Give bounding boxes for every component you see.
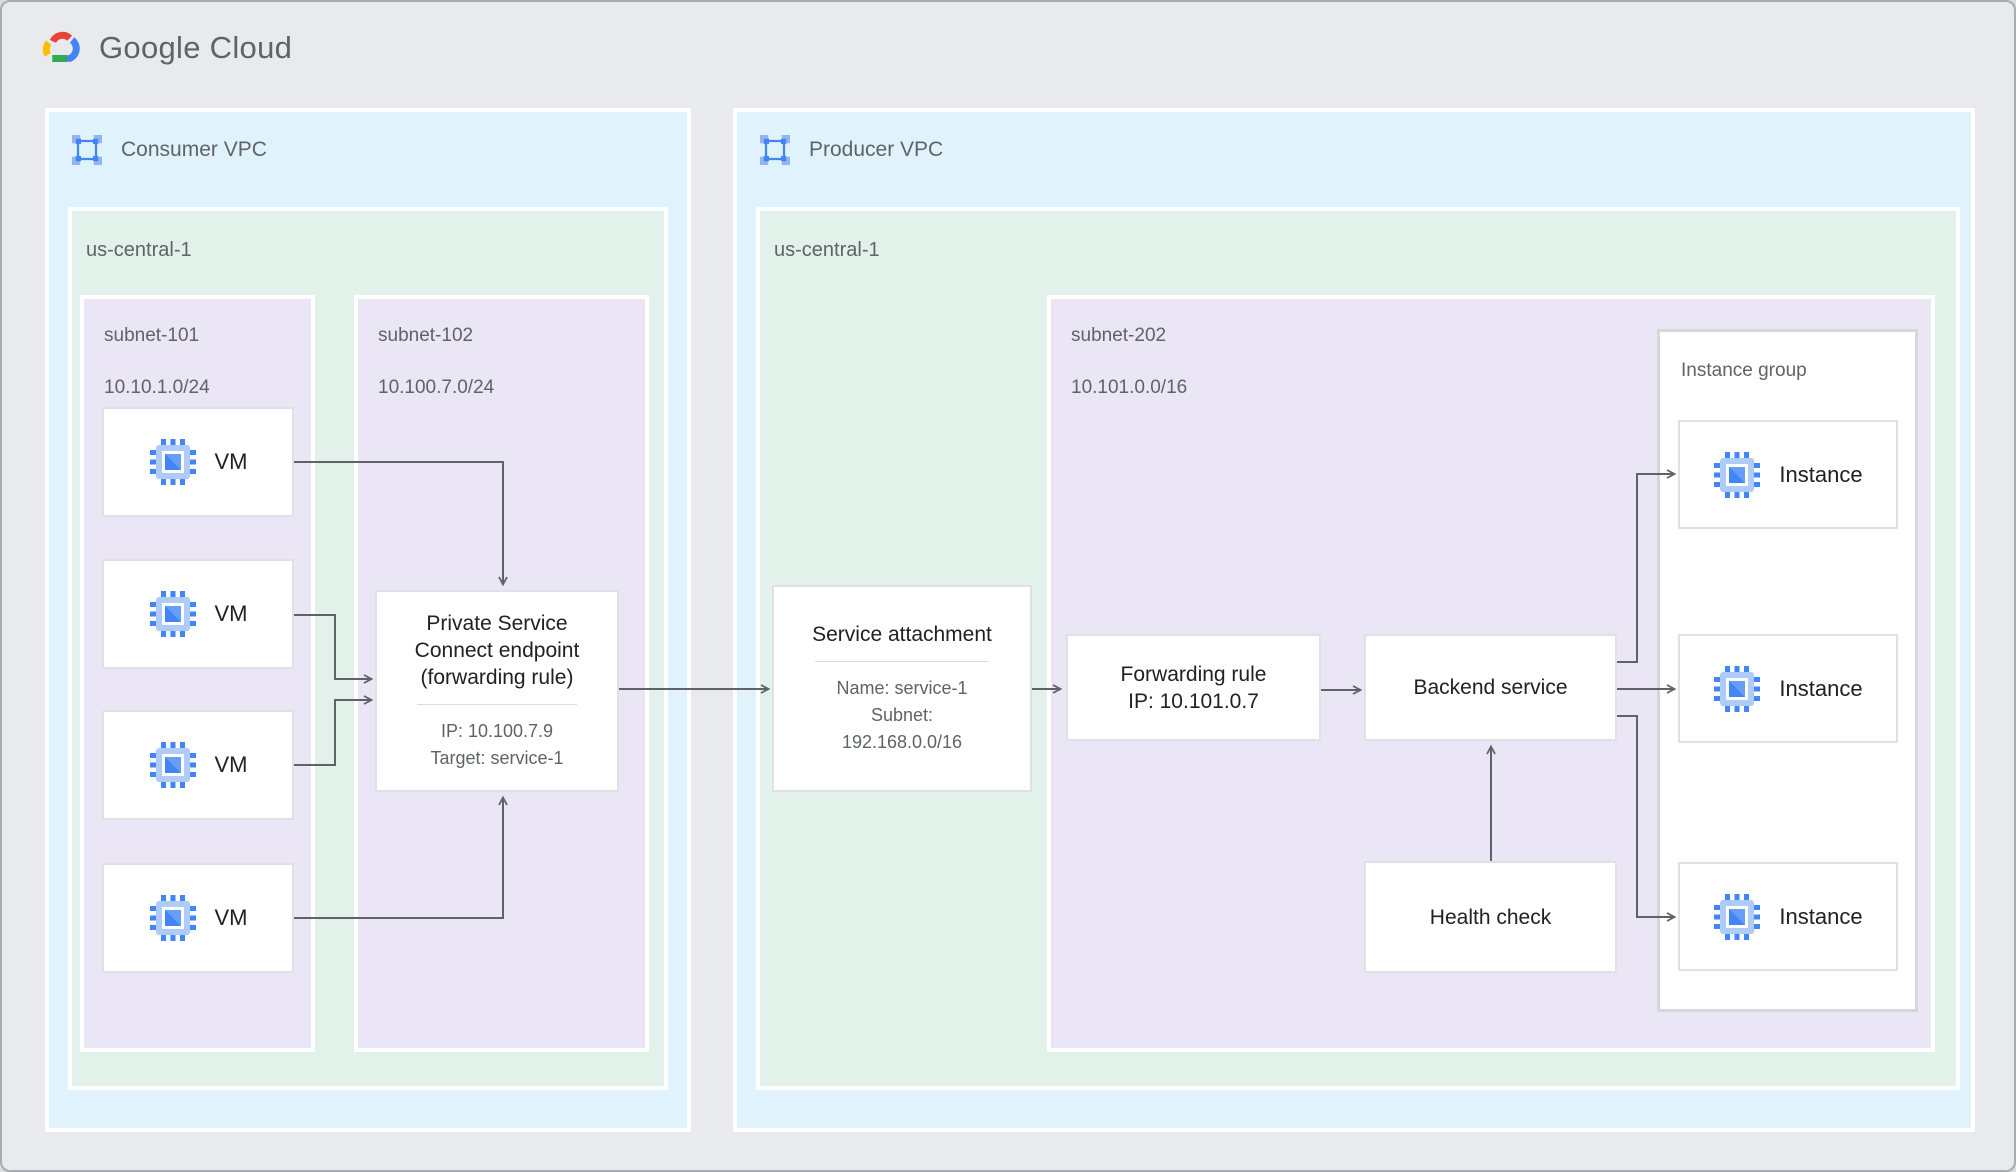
- service-attachment-title: Service attachment: [812, 623, 992, 646]
- vm-node-4: VM: [102, 863, 294, 973]
- vm-label: VM: [214, 752, 248, 777]
- service-attachment-subnet-label: Subnet:: [870, 705, 934, 725]
- consumer-vpc-container: Consumer VPC us-central-1 subnet-101 10.…: [45, 108, 691, 1132]
- vpc-network-icon: [72, 135, 102, 165]
- instance-group-container: Instance group: [1657, 329, 1918, 1012]
- subnet-101-label: subnet-101 10.10.1.0/24: [104, 323, 210, 401]
- compute-engine-icon: [149, 895, 196, 941]
- instance-label: Instance: [1779, 903, 1863, 929]
- compute-engine-icon: [1714, 451, 1761, 498]
- forwarding-rule-ip: IP: 10.101.0.7: [1128, 689, 1259, 713]
- divider: [814, 661, 990, 662]
- health-check-node: Health check: [1364, 861, 1617, 973]
- subnet-102-name: subnet-102: [378, 325, 474, 346]
- service-attachment-subnet-cidr: 192.168.0.0/16: [841, 732, 963, 752]
- consumer-vpc-header: Consumer VPC: [69, 132, 267, 168]
- google-cloud-logo: Google Cloud: [39, 28, 292, 68]
- compute-engine-icon: [1714, 893, 1761, 940]
- subnet-202-name: subnet-202: [1071, 325, 1167, 346]
- subnet-101-name: subnet-101: [104, 325, 200, 346]
- divider: [417, 704, 577, 705]
- compute-engine-icon: [149, 439, 196, 485]
- forwarding-rule-node: Forwarding rule IP: 10.101.0.7: [1066, 634, 1321, 741]
- compute-engine-icon: [1714, 665, 1761, 712]
- subnet-102-cidr: 10.100.7.0/24: [378, 377, 495, 398]
- subnet-202: subnet-202 10.101.0.0/16 Forwarding rule…: [1047, 295, 1935, 1052]
- subnet-202-cidr: 10.101.0.0/16: [1071, 377, 1188, 398]
- producer-vpc-label: Producer VPC: [809, 138, 944, 161]
- psc-endpoint-ip: IP: 10.100.7.9: [440, 721, 554, 741]
- consumer-region-label: us-central-1: [86, 239, 192, 261]
- health-check-title: Health check: [1429, 905, 1552, 929]
- subnet-101: subnet-101 10.10.1.0/24: [80, 295, 315, 1052]
- subnet-102: subnet-102 10.100.7.0/24 Private Service…: [354, 295, 649, 1052]
- instance-label: Instance: [1779, 461, 1863, 487]
- psc-endpoint-title: Private Service Connect endpoint (forwar…: [414, 612, 580, 689]
- compute-engine-icon: [149, 742, 196, 788]
- producer-vpc-container: Producer VPC us-central-1 Service attach…: [733, 108, 1975, 1132]
- vm-node-1: VM: [102, 407, 294, 517]
- producer-region: us-central-1 Service attachment Name: se…: [756, 207, 1960, 1090]
- forwarding-rule-title: Forwarding rule: [1120, 662, 1267, 686]
- google-cloud-icon: [42, 31, 80, 62]
- google-cloud-wordmark: Google Cloud: [99, 30, 293, 65]
- producer-region-label: us-central-1: [774, 239, 880, 261]
- vm-label: VM: [214, 601, 248, 626]
- instance-node-1: Instance: [1678, 420, 1898, 529]
- service-attachment-name: Name: service-1: [836, 678, 968, 698]
- vpc-network-icon: [760, 135, 790, 165]
- subnet-101-cidr: 10.10.1.0/24: [104, 377, 210, 398]
- instance-group-label: Instance group: [1681, 360, 1807, 381]
- psc-endpoint-node: Private Service Connect endpoint (forwar…: [375, 590, 619, 792]
- subnet-102-label: subnet-102 10.100.7.0/24: [378, 323, 494, 401]
- vm-label: VM: [214, 905, 248, 930]
- instance-label: Instance: [1779, 675, 1863, 701]
- instance-node-3: Instance: [1678, 862, 1898, 971]
- compute-engine-icon: [149, 591, 196, 637]
- consumer-region: us-central-1 subnet-101 10.10.1.0/24: [68, 207, 668, 1090]
- instance-node-2: Instance: [1678, 634, 1898, 743]
- vm-node-3: VM: [102, 710, 294, 820]
- backend-service-node: Backend service: [1364, 634, 1617, 741]
- backend-service-title: Backend service: [1413, 676, 1568, 699]
- vm-label: VM: [214, 449, 248, 474]
- producer-vpc-header: Producer VPC: [757, 132, 943, 168]
- subnet-202-label: subnet-202 10.101.0.0/16: [1071, 323, 1187, 401]
- psc-endpoint-target: Target: service-1: [430, 748, 564, 768]
- vm-node-2: VM: [102, 559, 294, 669]
- service-attachment-node: Service attachment Name: service-1 Subne…: [772, 585, 1032, 792]
- consumer-vpc-label: Consumer VPC: [121, 138, 267, 161]
